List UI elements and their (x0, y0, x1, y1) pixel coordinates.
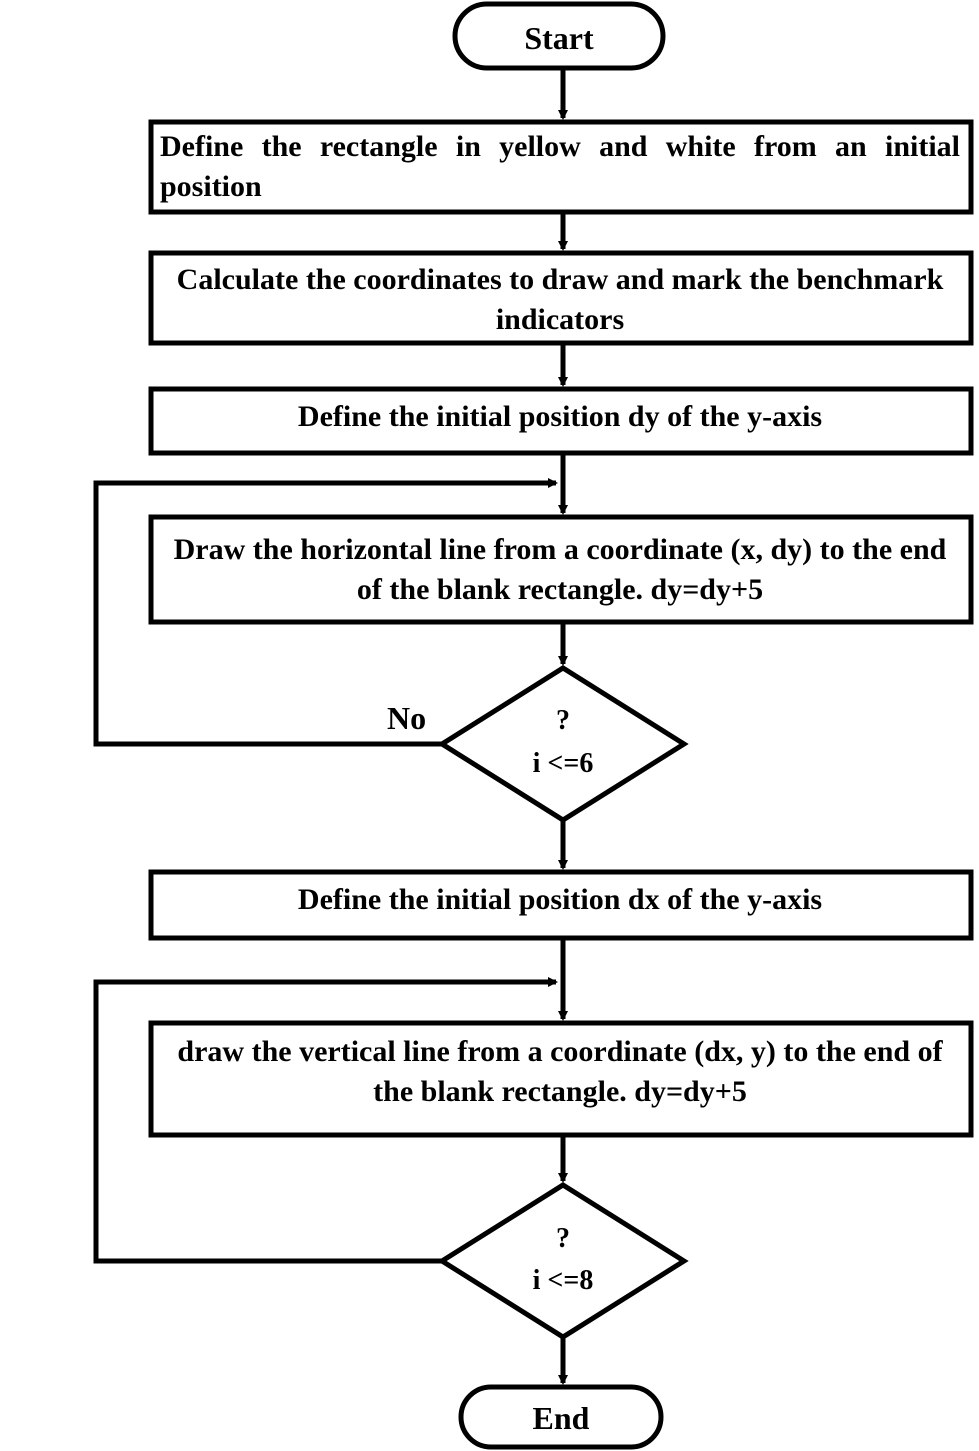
decision1-question: ? (556, 705, 570, 736)
decision1-condition: i <=6 (532, 748, 594, 779)
start-terminal (452, 1, 666, 71)
step-define-dy-text: Define the initial position dy of the y-… (297, 400, 823, 433)
decision2-question: ? (556, 1223, 570, 1254)
decision1-no-label: No (387, 700, 427, 736)
decision2-condition: i <=8 (532, 1265, 594, 1296)
step-define-dy-box (148, 386, 974, 456)
step-draw-vertical-text: draw the vertical line from a coordinate… (177, 1035, 943, 1108)
step-define-dx-text: Define the initial position dx of the y-… (297, 883, 823, 916)
step-calculate-coordinates-text: Calculate the coordinates to draw and ma… (176, 263, 944, 336)
step-draw-horizontal-text: Draw the horizontal line from a coordina… (173, 533, 947, 606)
loop-back-decision2 (93, 977, 558, 1264)
end-label: End (532, 1400, 590, 1436)
step-define-rectangle-text: Define the rectangle in yellow and white… (160, 130, 960, 203)
loop-back-decision1-no (93, 478, 558, 747)
decision-i-le-8-diamond (437, 1182, 689, 1340)
start-label: Start (524, 20, 594, 56)
step-calculate-coordinates-box (148, 250, 974, 346)
end-terminal (458, 1384, 664, 1450)
decision-i-le-6-diamond (437, 665, 689, 823)
step-define-rectangle-box (148, 119, 974, 215)
